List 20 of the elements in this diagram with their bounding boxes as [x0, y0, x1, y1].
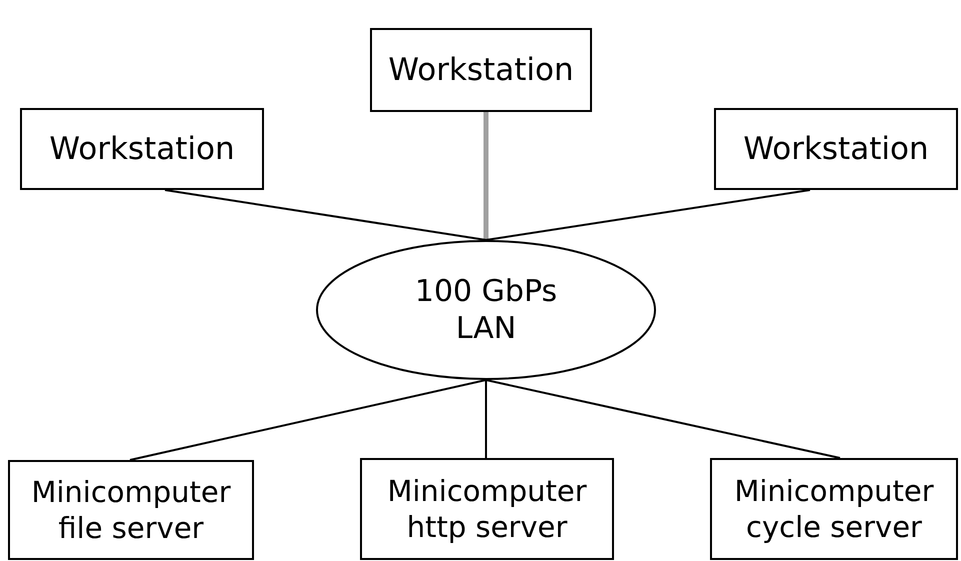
computer-box — [714, 108, 958, 190]
connector-line — [486, 189, 810, 241]
node-label: Minicomputer file server — [30, 474, 232, 546]
node-label: Workstation — [48, 130, 236, 168]
connector-line — [130, 379, 486, 461]
node-label: Workstation — [742, 130, 930, 168]
node-label: 100 GbPs LAN — [414, 272, 558, 348]
computer-box — [8, 460, 254, 560]
computer-box — [360, 458, 614, 560]
network-ellipse — [316, 240, 656, 380]
connector-line — [484, 112, 488, 240]
computer-box — [20, 108, 264, 190]
connector-line — [485, 380, 487, 458]
computer-box — [710, 458, 958, 560]
node-label: Minicomputer http server — [386, 472, 588, 546]
computer-box — [370, 28, 592, 112]
connector-line — [486, 379, 840, 459]
connector-line — [164, 189, 486, 241]
node-label: Minicomputer cycle server — [733, 472, 935, 546]
node-label: Workstation — [387, 50, 575, 90]
